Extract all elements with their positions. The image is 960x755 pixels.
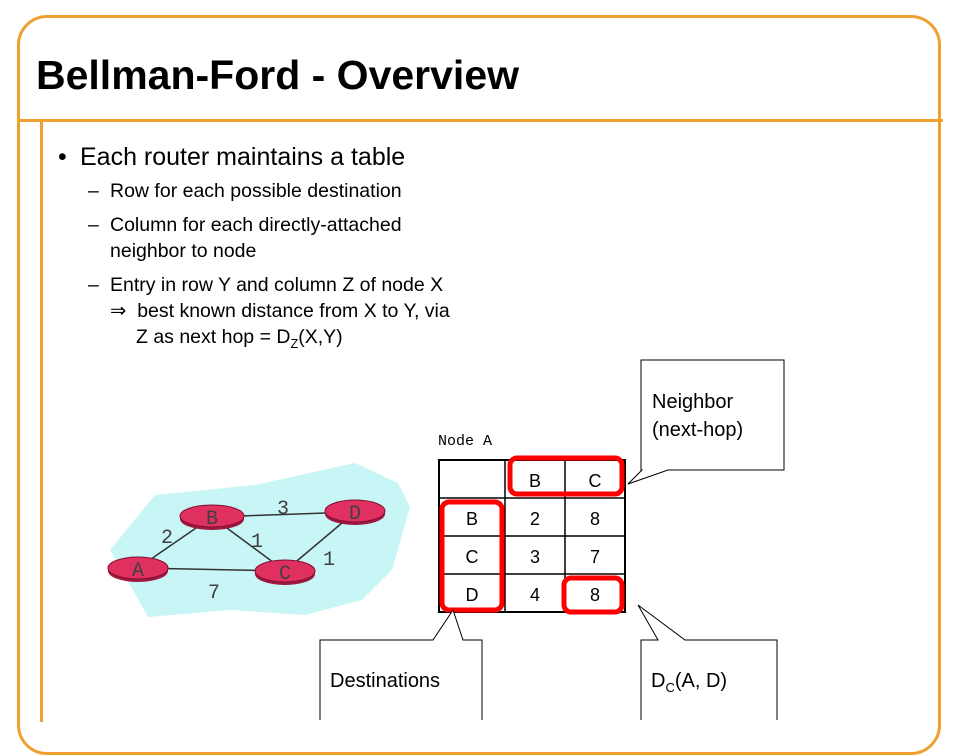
dc-pre: D	[651, 670, 666, 692]
formula-sub: Z	[290, 336, 299, 351]
router-d: D	[324, 499, 386, 526]
subbullet-2-line2: neighbor to node	[110, 240, 257, 262]
neighbor-line1: Neighbor	[652, 391, 734, 413]
subbullet-1: –Row for each possible destination	[88, 178, 402, 204]
edge-b-c-cost: 1	[251, 531, 263, 554]
callout-shapes	[319, 359, 785, 720]
subbullet-1-text: Row for each possible destination	[110, 180, 402, 202]
edge-a-c-cost: 7	[208, 582, 220, 605]
dc-post: (A, D)	[674, 670, 728, 692]
dc-highlight	[561, 575, 625, 615]
network-graph: B D A C 2 3 1 1 7	[107, 463, 410, 617]
row-dest: D	[466, 585, 479, 605]
table-cell: 3	[530, 547, 540, 567]
subbullet-3-line3: Z as next hop = DZ(X,Y)	[88, 324, 450, 357]
dash: –	[88, 214, 99, 236]
formula-pre: Z as next hop = D	[136, 326, 291, 348]
table-cell: 4	[530, 585, 540, 605]
dc-sub: C	[665, 680, 675, 695]
destinations-highlight	[439, 499, 505, 613]
subbullet-3: –Entry in row Y and column Z of node X ⇒…	[88, 272, 450, 357]
formula-post: (X,Y)	[298, 326, 343, 348]
router-b-label: B	[206, 508, 218, 531]
title-divider	[17, 119, 943, 122]
column-header: B	[529, 471, 541, 491]
dash: –	[88, 274, 99, 296]
slide-title: Bellman-Ford - Overview	[36, 52, 520, 98]
edge-a-b-cost: 2	[161, 527, 173, 550]
destinations-callout	[319, 608, 483, 720]
neighbor-line2: (next-hop)	[652, 419, 744, 441]
router-b: B	[179, 504, 245, 531]
main-bullet: • Each router maintains a table	[58, 143, 405, 172]
routing-table: B C B 2 8 C 3 7 D 4 8	[438, 455, 626, 615]
column-header: C	[589, 471, 602, 491]
bullet-dot: •	[58, 143, 67, 171]
subbullet-3-line1: Entry in row Y and column Z of node X	[110, 274, 444, 296]
row-dest: C	[466, 547, 479, 567]
dc-callout	[637, 604, 778, 720]
neighbor-callout-text: Neighbor (next-hop)	[652, 388, 743, 444]
implies-arrow: ⇒	[110, 300, 127, 322]
table-cell: 2	[530, 509, 540, 529]
dash: –	[88, 180, 99, 202]
subbullet-3-line2: best known distance from X to Y, via	[137, 300, 450, 322]
router-d-label: D	[349, 503, 361, 526]
router-c-label: C	[279, 563, 291, 586]
network-cloud	[110, 463, 410, 617]
table-cell: 8	[590, 585, 600, 605]
edge-c-d-cost: 1	[323, 549, 335, 572]
edge-b-d-cost: 3	[277, 498, 289, 521]
neighbor-highlight	[507, 455, 625, 497]
main-bullet-text: Each router maintains a table	[80, 143, 406, 171]
router-c: C	[254, 559, 316, 586]
table-cell: 8	[590, 509, 600, 529]
table-caption: Node A	[438, 433, 493, 450]
router-a: A	[107, 556, 169, 583]
table-cell: 7	[590, 547, 600, 567]
neighbor-callout	[627, 359, 785, 485]
subbullet-2-line1: Column for each directly-attached	[110, 214, 402, 236]
dc-callout-text: DC(A, D)	[651, 667, 727, 702]
destinations-callout-text: Destinations	[330, 670, 441, 692]
router-a-label: A	[132, 560, 144, 583]
left-rule	[40, 122, 43, 722]
subbullet-2: –Column for each directly-attached neigh…	[88, 212, 402, 264]
row-dest: B	[466, 509, 478, 529]
